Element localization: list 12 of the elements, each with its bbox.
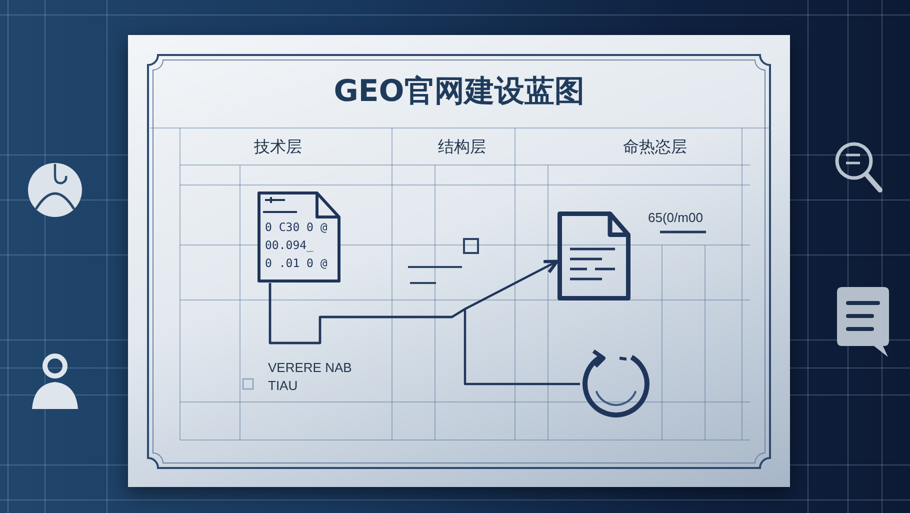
title: GEO官网建设蓝图 <box>334 74 584 110</box>
column-header: 结构层 <box>438 138 486 158</box>
document-icon <box>557 211 631 301</box>
cycle-arrow-icon <box>580 348 652 420</box>
caption-text: VERERE NAB TIAU <box>268 359 353 395</box>
data-text: 00.094_ <box>265 238 314 253</box>
column-header: 技术层 <box>254 138 302 158</box>
column-header: 命热恣层 <box>623 138 687 158</box>
value-text: 65(0/m00 <box>648 209 703 227</box>
data-text: 0 C30 0 @ <box>265 220 328 235</box>
data-text: 0 .01 0 @ <box>265 256 328 271</box>
connector-line <box>268 283 580 386</box>
